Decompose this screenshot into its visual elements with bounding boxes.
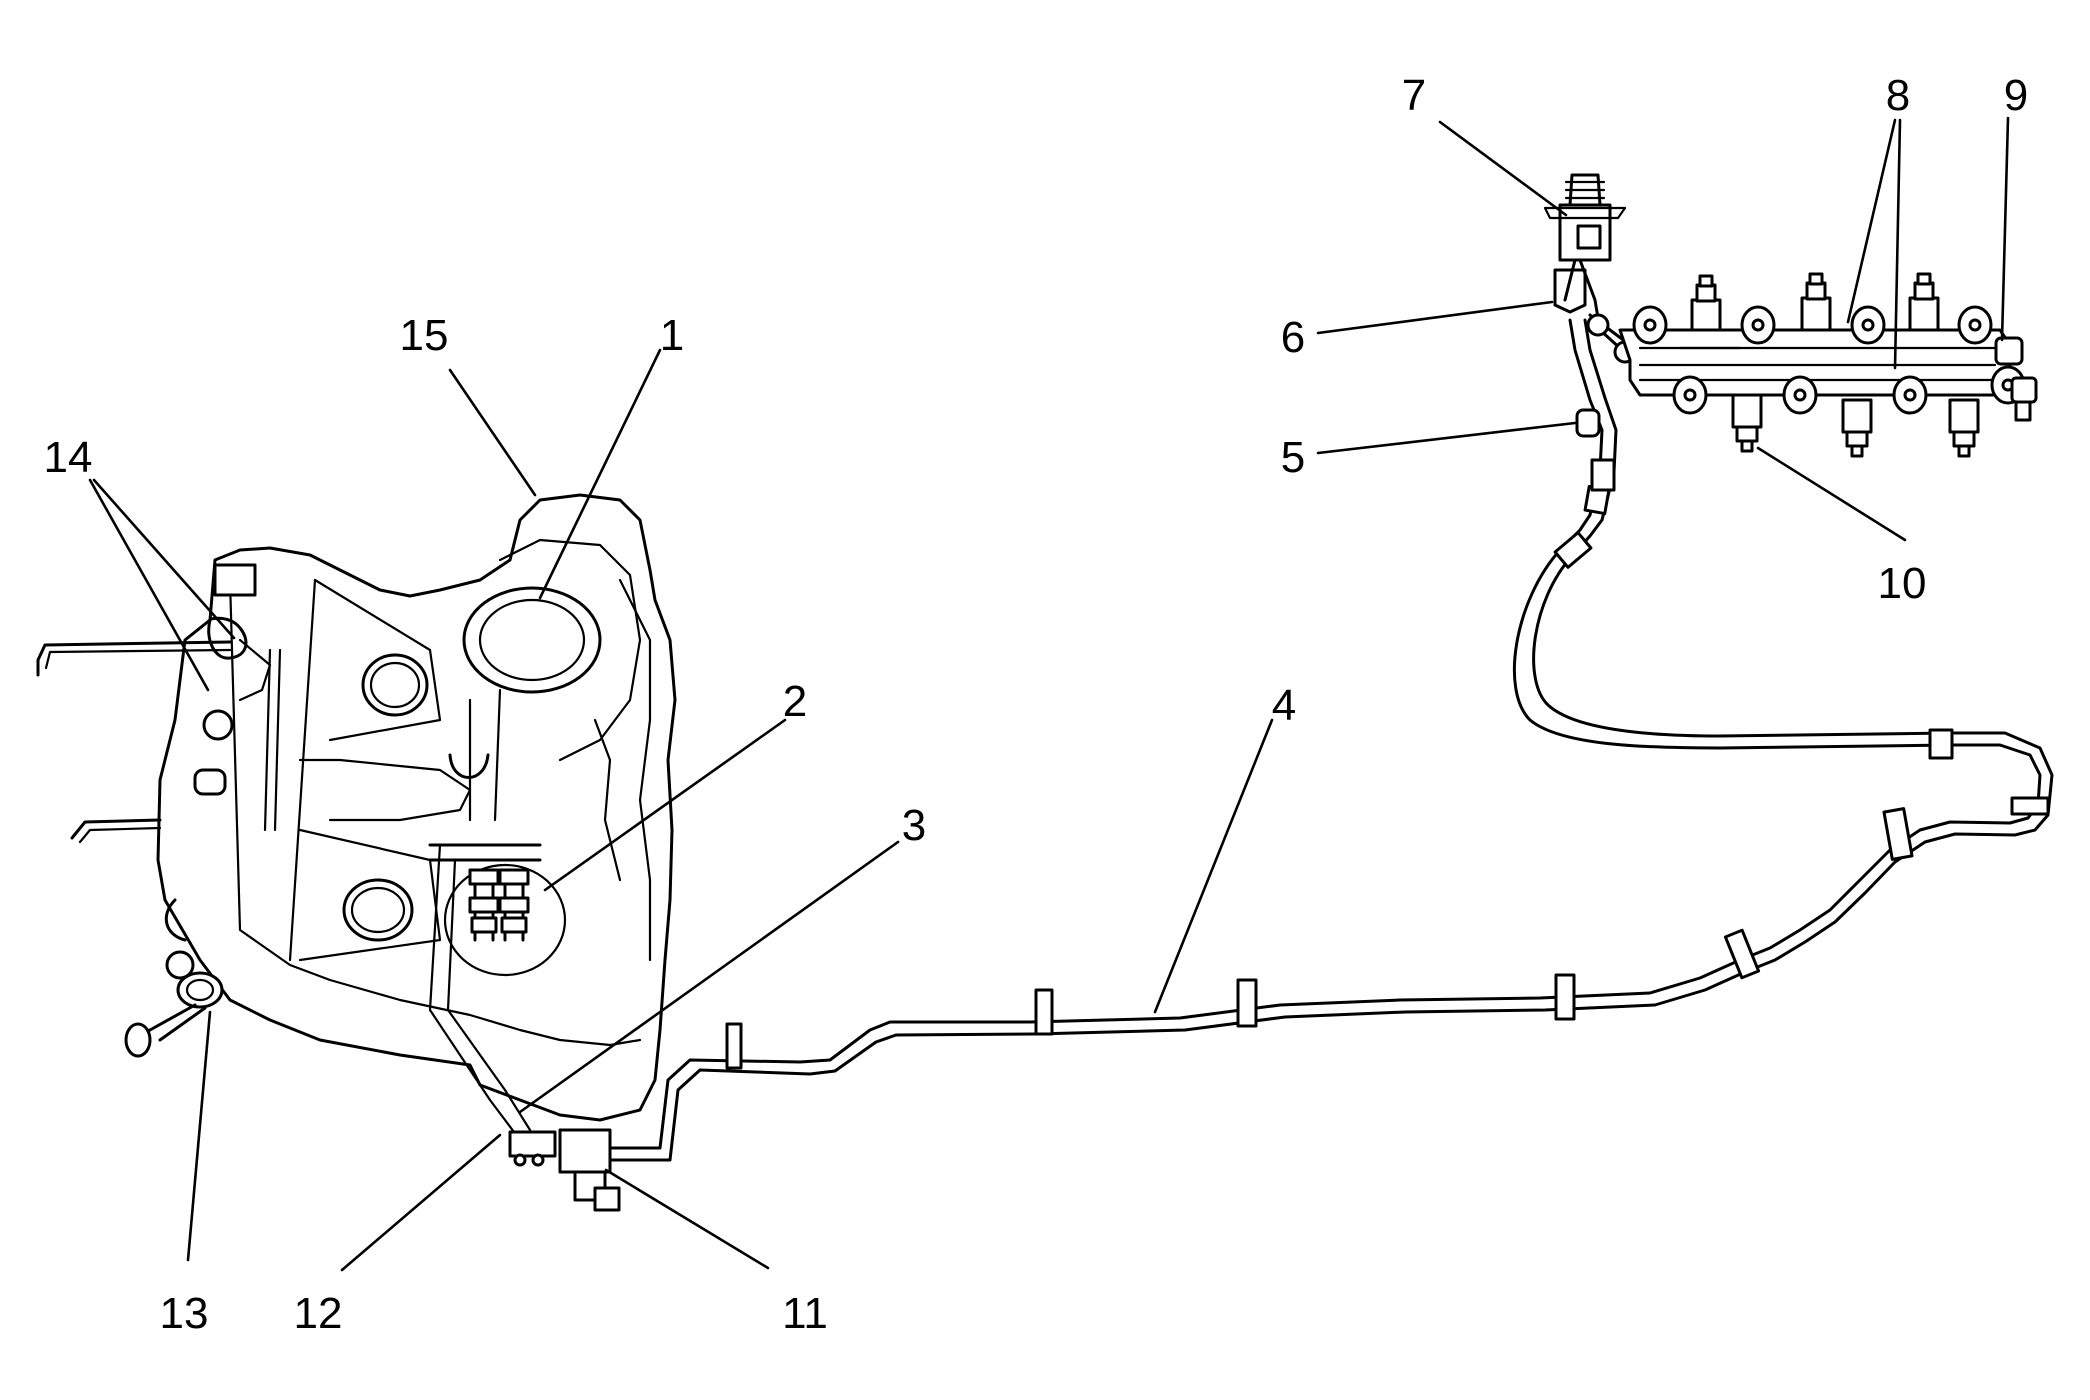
leader-8a bbox=[1846, 118, 1897, 324]
leader-6 bbox=[1316, 300, 1554, 335]
fuel-tank bbox=[36, 493, 677, 1212]
leader-8b bbox=[1893, 118, 1902, 370]
callout-8: 8 bbox=[1886, 71, 1910, 120]
callout-15: 15 bbox=[400, 311, 449, 360]
callout-10: 10 bbox=[1878, 559, 1927, 608]
fuel-feed-line bbox=[610, 318, 2054, 1162]
callout-6: 6 bbox=[1281, 313, 1305, 362]
leader-1 bbox=[538, 348, 662, 600]
callout-11: 11 bbox=[782, 1289, 828, 1338]
callout-2: 2 bbox=[783, 677, 807, 726]
leader-12 bbox=[340, 1133, 502, 1272]
leader-9 bbox=[2000, 116, 2010, 342]
leader-13 bbox=[186, 1010, 212, 1262]
leader-15 bbox=[448, 368, 537, 497]
callout-4: 4 bbox=[1272, 681, 1296, 730]
callout-1: 1 bbox=[660, 311, 684, 360]
leader-14b bbox=[92, 478, 236, 640]
callout-13: 13 bbox=[160, 1289, 209, 1338]
callout-labels: 1 2 3 4 5 6 7 8 9 10 11 12 13 14 15 bbox=[44, 71, 2029, 1338]
leader-5 bbox=[1316, 421, 1577, 455]
callout-14: 14 bbox=[44, 433, 93, 482]
callout-12: 12 bbox=[294, 1289, 343, 1338]
leader-10 bbox=[1756, 446, 1907, 542]
leader-4 bbox=[1153, 718, 1274, 1014]
fuel-rail-assembly bbox=[1543, 173, 2038, 492]
leader-3 bbox=[518, 840, 900, 1114]
leader-7 bbox=[1438, 120, 1568, 217]
callout-9: 9 bbox=[2004, 71, 2028, 120]
callout-3: 3 bbox=[902, 801, 926, 850]
leader-11 bbox=[604, 1168, 770, 1270]
leader-2 bbox=[543, 718, 787, 892]
callout-7: 7 bbox=[1402, 71, 1426, 120]
leader-14a bbox=[88, 478, 210, 692]
callout-5: 5 bbox=[1281, 433, 1305, 482]
leader-lines bbox=[88, 116, 2010, 1272]
